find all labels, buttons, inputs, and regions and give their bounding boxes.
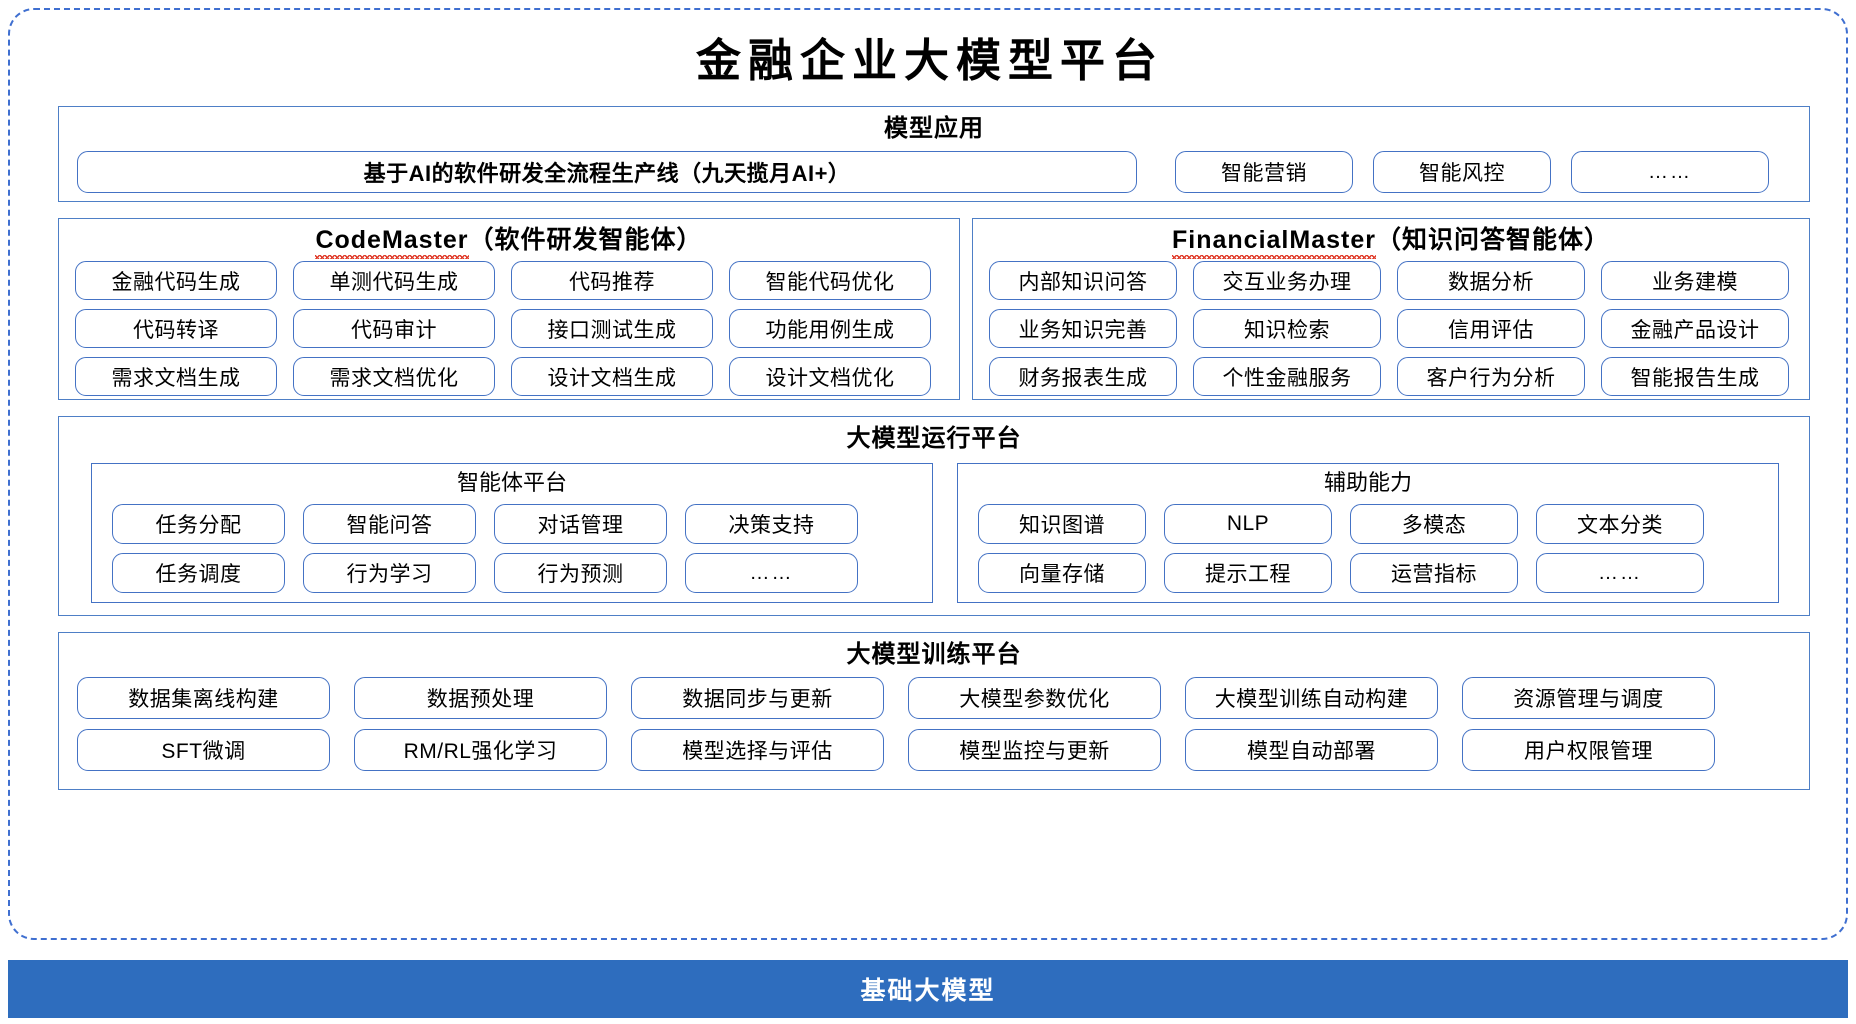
auxiliary-row: 知识图谱 NLP 多模态 文本分类 xyxy=(978,504,1704,544)
financial-master-row: 业务知识完善 知识检索 信用评估 金融产品设计 xyxy=(989,309,1795,348)
pill-smart-risk-control[interactable]: 智能风控 xyxy=(1373,151,1551,193)
section-title-financial-master: FinancialMaster（知识问答智能体） xyxy=(973,224,1809,259)
subpanel-auxiliary-capability: 辅助能力 知识图谱 NLP 多模态 文本分类 向量存储 提示工程 运营指标 …… xyxy=(957,463,1779,603)
pill-aux-4[interactable]: 文本分类 xyxy=(1536,504,1704,544)
section-runtime-platform: 大模型运行平台 智能体平台 任务分配 智能问答 对话管理 决策支持 任务调度 行… xyxy=(58,416,1810,616)
pill-agentplat-6[interactable]: 行为学习 xyxy=(303,553,476,593)
pill-fin-11[interactable]: 客户行为分析 xyxy=(1397,357,1585,396)
pill-train-7[interactable]: SFT微调 xyxy=(77,729,330,771)
pill-fin-10[interactable]: 个性金融服务 xyxy=(1193,357,1381,396)
section-title-runtime-platform: 大模型运行平台 xyxy=(846,425,1022,452)
training-platform-row: 数据集离线构建 数据预处理 数据同步与更新 大模型参数优化 大模型训练自动构建 … xyxy=(77,677,1715,719)
pill-train-9[interactable]: 模型选择与评估 xyxy=(631,729,884,771)
pill-fin-7[interactable]: 信用评估 xyxy=(1397,309,1585,348)
subpanel-agent-platform: 智能体平台 任务分配 智能问答 对话管理 决策支持 任务调度 行为学习 行为预测… xyxy=(91,463,933,603)
pill-code-8[interactable]: 功能用例生成 xyxy=(729,309,931,348)
pill-train-11[interactable]: 模型自动部署 xyxy=(1185,729,1438,771)
pill-fin-12[interactable]: 智能报告生成 xyxy=(1601,357,1789,396)
section-title-code-master: CodeMaster（软件研发智能体） xyxy=(59,224,959,259)
pill-aux-3[interactable]: 多模态 xyxy=(1350,504,1518,544)
code-master-name-en: CodeMaster xyxy=(315,226,469,259)
section-title-model-application: 模型应用 xyxy=(884,115,984,142)
pill-train-12[interactable]: 用户权限管理 xyxy=(1462,729,1715,771)
financial-master-row: 内部知识问答 交互业务办理 数据分析 业务建模 xyxy=(989,261,1795,300)
pill-code-5[interactable]: 代码转译 xyxy=(75,309,277,348)
pill-more-applications[interactable]: …… xyxy=(1571,151,1769,193)
pill-fin-2[interactable]: 交互业务办理 xyxy=(1193,261,1381,300)
pill-train-5[interactable]: 大模型训练自动构建 xyxy=(1185,677,1438,719)
pill-train-6[interactable]: 资源管理与调度 xyxy=(1462,677,1715,719)
pill-fin-1[interactable]: 内部知识问答 xyxy=(989,261,1177,300)
section-financial-master: FinancialMaster（知识问答智能体） 内部知识问答 交互业务办理 数… xyxy=(972,218,1810,400)
pill-fin-4[interactable]: 业务建模 xyxy=(1601,261,1789,300)
agent-platform-grid: 任务分配 智能问答 对话管理 决策支持 任务调度 行为学习 行为预测 …… xyxy=(112,504,858,593)
pill-aux-6[interactable]: 提示工程 xyxy=(1164,553,1332,593)
financial-master-row: 财务报表生成 个性金融服务 客户行为分析 智能报告生成 xyxy=(989,357,1795,396)
pill-aux-1[interactable]: 知识图谱 xyxy=(978,504,1146,544)
pill-code-11[interactable]: 设计文档生成 xyxy=(511,357,713,396)
pill-fin-8[interactable]: 金融产品设计 xyxy=(1601,309,1789,348)
section-code-master: CodeMaster（软件研发智能体） 金融代码生成 单测代码生成 代码推荐 智… xyxy=(58,218,960,400)
pill-train-1[interactable]: 数据集离线构建 xyxy=(77,677,330,719)
pill-fin-6[interactable]: 知识检索 xyxy=(1193,309,1381,348)
pill-train-10[interactable]: 模型监控与更新 xyxy=(908,729,1161,771)
pill-fin-3[interactable]: 数据分析 xyxy=(1397,261,1585,300)
code-master-grid: 金融代码生成 单测代码生成 代码推荐 智能代码优化 代码转译 代码审计 接口测试… xyxy=(75,261,943,396)
pill-fin-9[interactable]: 财务报表生成 xyxy=(989,357,1177,396)
financial-master-name-en: FinancialMaster xyxy=(1172,226,1376,259)
auxiliary-row: 向量存储 提示工程 运营指标 …… xyxy=(978,553,1704,593)
pill-code-9[interactable]: 需求文档生成 xyxy=(75,357,277,396)
financial-master-name-cn: （知识问答智能体） xyxy=(1375,226,1610,254)
section-model-application: 模型应用 基于AI的软件研发全流程生产线（九天揽月AI+） 智能营销 智能风控 … xyxy=(58,106,1810,202)
section-training-platform: 大模型训练平台 数据集离线构建 数据预处理 数据同步与更新 大模型参数优化 大模… xyxy=(58,632,1810,790)
code-master-row: 需求文档生成 需求文档优化 设计文档生成 设计文档优化 xyxy=(75,357,943,396)
section-title-training-platform: 大模型训练平台 xyxy=(846,641,1022,668)
pill-train-3[interactable]: 数据同步与更新 xyxy=(631,677,884,719)
pill-agentplat-more[interactable]: …… xyxy=(685,553,858,593)
auxiliary-grid: 知识图谱 NLP 多模态 文本分类 向量存储 提示工程 运营指标 …… xyxy=(978,504,1704,593)
pill-agentplat-5[interactable]: 任务调度 xyxy=(112,553,285,593)
training-platform-grid: 数据集离线构建 数据预处理 数据同步与更新 大模型参数优化 大模型训练自动构建 … xyxy=(77,677,1715,771)
pill-fin-5[interactable]: 业务知识完善 xyxy=(989,309,1177,348)
code-master-row: 金融代码生成 单测代码生成 代码推荐 智能代码优化 xyxy=(75,261,943,300)
pill-code-12[interactable]: 设计文档优化 xyxy=(729,357,931,396)
pill-code-10[interactable]: 需求文档优化 xyxy=(293,357,495,396)
pill-agentplat-3[interactable]: 对话管理 xyxy=(494,504,667,544)
page-title: 金融企业大模型平台 xyxy=(695,34,1164,87)
subpanel-title-agent-platform: 智能体平台 xyxy=(456,470,567,495)
subpanel-title-auxiliary-capability: 辅助能力 xyxy=(1323,470,1412,495)
pill-aux-more[interactable]: …… xyxy=(1536,553,1704,593)
pill-code-2[interactable]: 单测代码生成 xyxy=(293,261,495,300)
agent-platform-row: 任务调度 行为学习 行为预测 …… xyxy=(112,553,858,593)
pill-agentplat-1[interactable]: 任务分配 xyxy=(112,504,285,544)
pill-ai-pipeline[interactable]: 基于AI的软件研发全流程生产线（九天揽月AI+） xyxy=(77,151,1137,193)
base-model-bar: 基础大模型 xyxy=(8,960,1848,1018)
pill-train-8[interactable]: RM/RL强化学习 xyxy=(354,729,607,771)
code-master-row: 代码转译 代码审计 接口测试生成 功能用例生成 xyxy=(75,309,943,348)
pill-code-3[interactable]: 代码推荐 xyxy=(511,261,713,300)
agent-platform-row: 任务分配 智能问答 对话管理 决策支持 xyxy=(112,504,858,544)
pill-agentplat-4[interactable]: 决策支持 xyxy=(685,504,858,544)
pill-smart-marketing[interactable]: 智能营销 xyxy=(1175,151,1353,193)
pill-aux-2[interactable]: NLP xyxy=(1164,504,1332,544)
pill-code-4[interactable]: 智能代码优化 xyxy=(729,261,931,300)
pill-code-7[interactable]: 接口测试生成 xyxy=(511,309,713,348)
outer-dashed-container: 金融企业大模型平台 模型应用 基于AI的软件研发全流程生产线（九天揽月AI+） … xyxy=(8,8,1848,940)
training-platform-row: SFT微调 RM/RL强化学习 模型选择与评估 模型监控与更新 模型自动部署 用… xyxy=(77,729,1715,771)
pill-agentplat-2[interactable]: 智能问答 xyxy=(303,504,476,544)
code-master-name-cn: （软件研发智能体） xyxy=(468,226,703,254)
pill-train-4[interactable]: 大模型参数优化 xyxy=(908,677,1161,719)
pill-aux-5[interactable]: 向量存储 xyxy=(978,553,1146,593)
pill-code-6[interactable]: 代码审计 xyxy=(293,309,495,348)
pill-code-1[interactable]: 金融代码生成 xyxy=(75,261,277,300)
pill-aux-7[interactable]: 运营指标 xyxy=(1350,553,1518,593)
financial-master-grid: 内部知识问答 交互业务办理 数据分析 业务建模 业务知识完善 知识检索 信用评估… xyxy=(989,261,1795,396)
pill-train-2[interactable]: 数据预处理 xyxy=(354,677,607,719)
model-application-row: 基于AI的软件研发全流程生产线（九天揽月AI+） 智能营销 智能风控 …… xyxy=(77,151,1793,193)
pill-agentplat-7[interactable]: 行为预测 xyxy=(494,553,667,593)
